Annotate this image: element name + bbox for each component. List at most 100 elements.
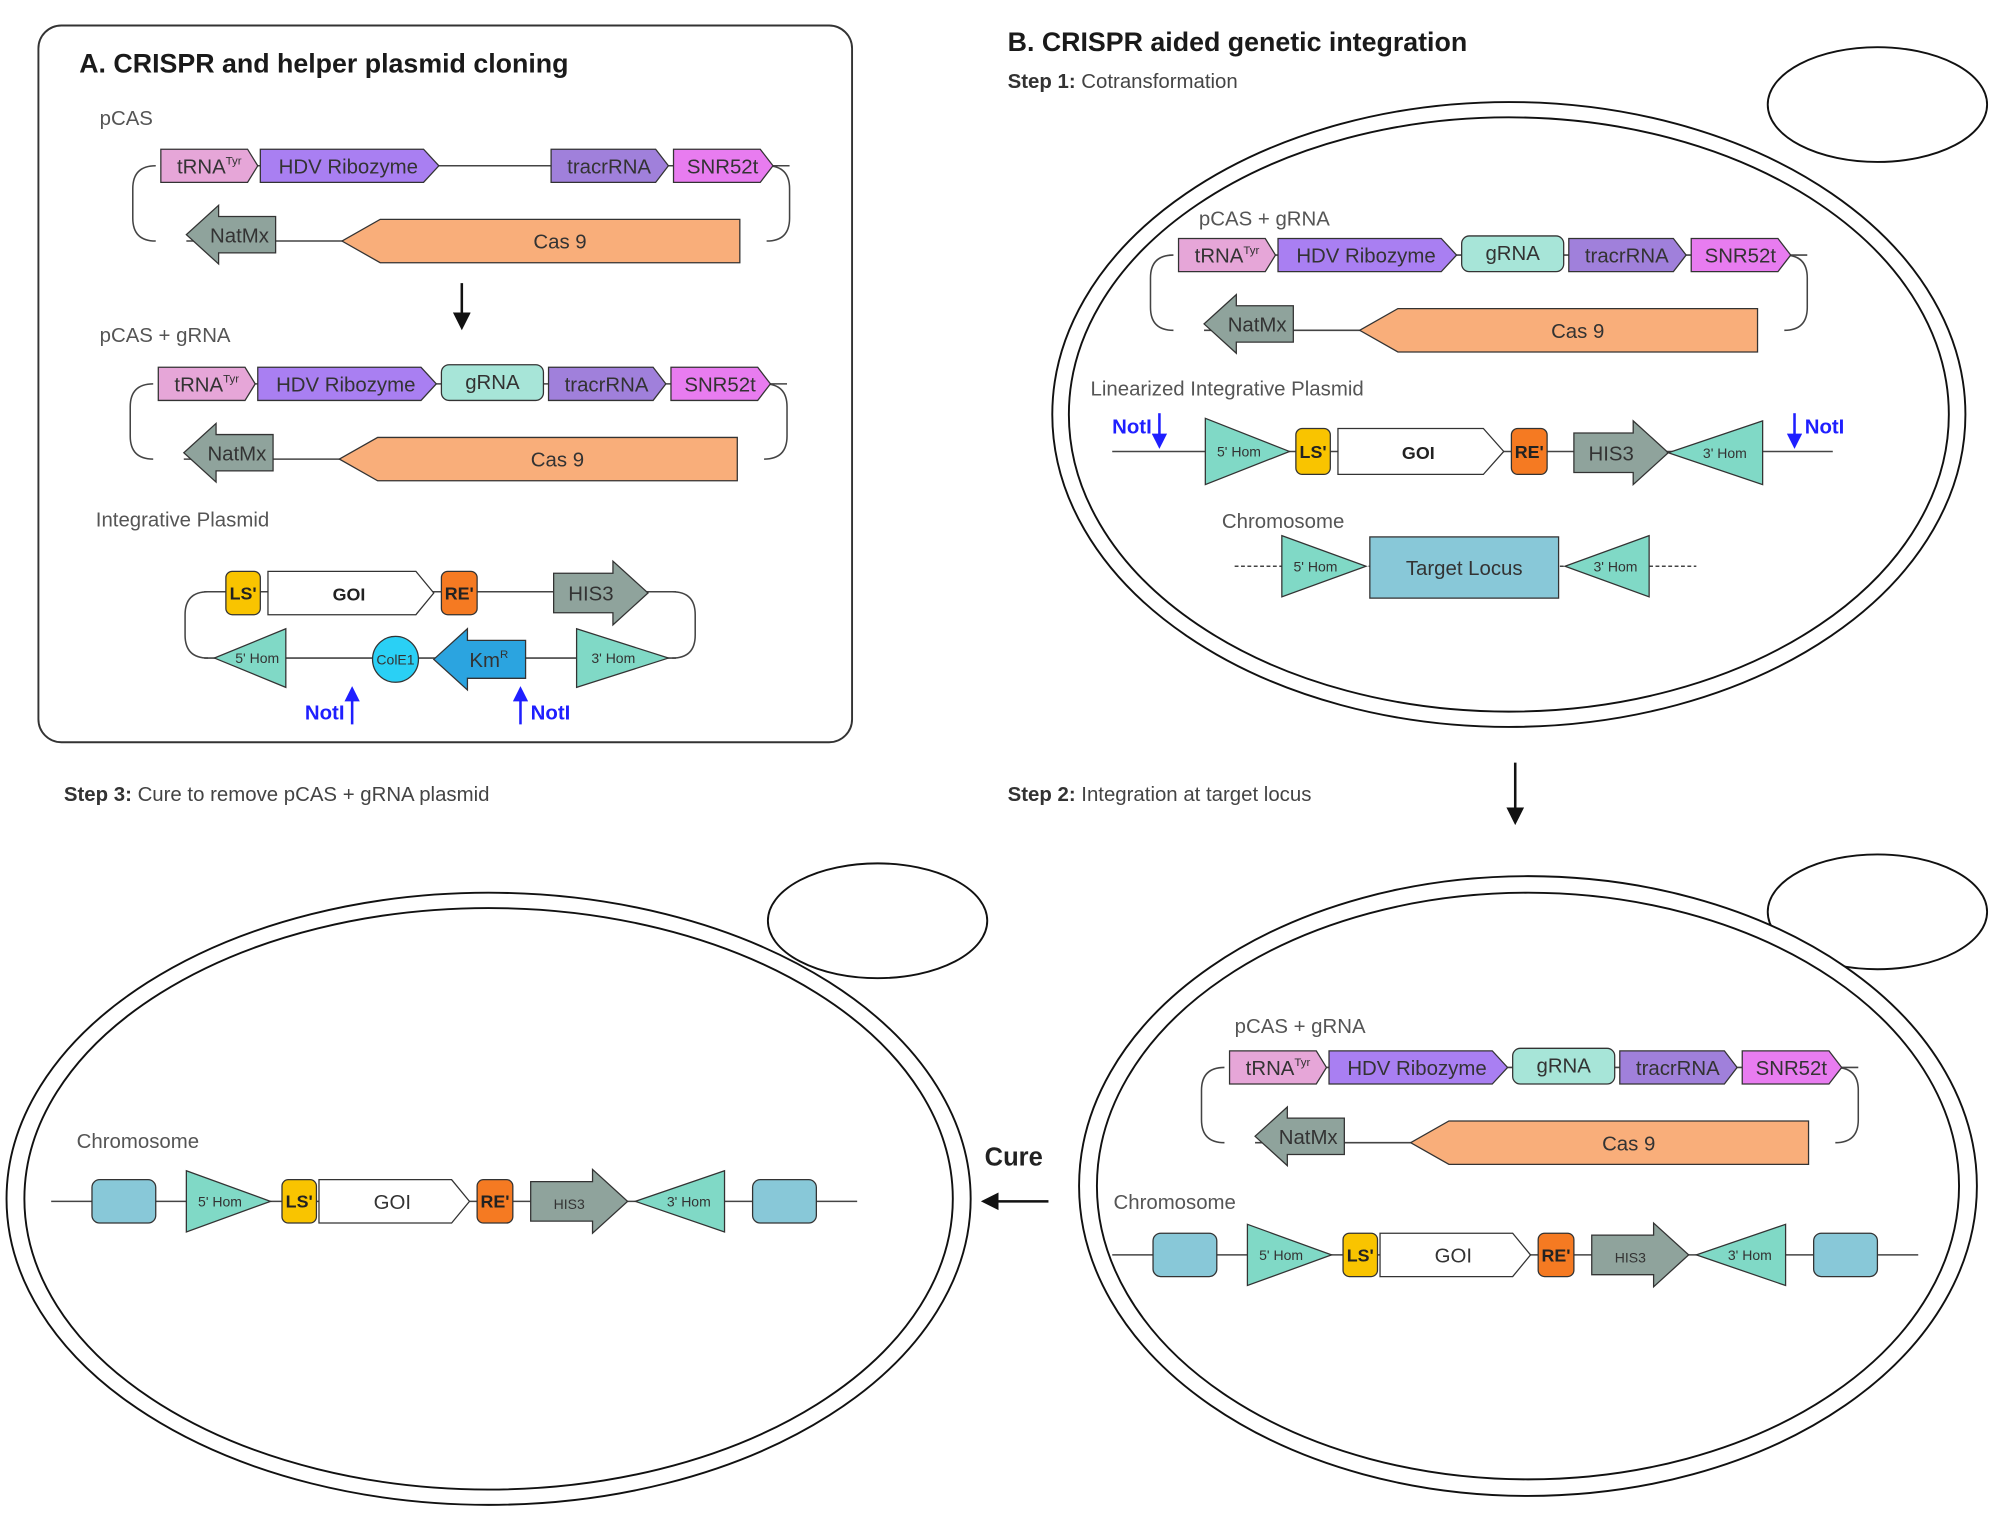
cas9-part — [1409, 1120, 1810, 1165]
re-part-label: RE' — [1542, 1245, 1571, 1265]
ls-part — [1295, 427, 1331, 476]
plasmid-left-loop — [129, 383, 154, 460]
hdv-ribozyme-part-label: HDV Ribozyme — [1347, 1058, 1486, 1080]
snr52t-part — [670, 366, 772, 402]
hom5-part — [212, 627, 287, 689]
tracrrna-part-label: tracrRNA — [567, 156, 651, 178]
locus-right-flank — [1813, 1232, 1879, 1278]
step3-label: Step 3: Cure to remove pCAS + gRNA plasm… — [64, 784, 490, 806]
ls-part-label: LS' — [230, 583, 257, 603]
hdv-ribozyme-part — [1328, 1050, 1509, 1085]
pcas-label: pCAS — [100, 108, 153, 130]
locus-left-flank — [1152, 1232, 1218, 1278]
natmx-part — [185, 203, 277, 266]
tracrrna-part-label: tracrRNA — [1636, 1058, 1720, 1080]
his3-part — [1591, 1221, 1690, 1289]
trna-tyr-part — [1177, 237, 1277, 273]
his3-part — [553, 559, 649, 627]
notl-left-label: NotI — [1112, 417, 1152, 439]
cell3-inner-membrane — [23, 907, 954, 1491]
ls-part-label: LS' — [1347, 1245, 1374, 1265]
goi-part-label: GOI — [1435, 1246, 1472, 1268]
tracrrna-part — [1568, 237, 1687, 273]
cas9-part — [338, 436, 738, 482]
re-part-label: RE' — [445, 583, 474, 603]
cell3-bud — [766, 862, 989, 980]
hom3-part — [575, 627, 671, 689]
grna-part — [1512, 1047, 1616, 1085]
integrative-plasmid-label: Integrative Plasmid — [96, 510, 269, 532]
notl-right-label: NotI — [1805, 417, 1845, 439]
hdv-ribozyme-part-label: HDV Ribozyme — [1296, 246, 1435, 268]
snr52t-part-label: SNR52t — [1705, 246, 1777, 268]
hom5-part — [1204, 417, 1292, 486]
natmx-part-label: NatMx — [210, 225, 269, 247]
tracrrna-part — [550, 148, 670, 184]
snr52t-part-label: SNR52t — [687, 156, 759, 178]
cell1-bud — [1766, 46, 1989, 163]
s1-pcas-grna-label: pCAS + gRNA — [1199, 209, 1330, 231]
hdv-ribozyme-part — [257, 366, 438, 402]
hom3-part — [633, 1169, 726, 1233]
s2-chromosome: 5' Hom LS' GOI RE' HIS3 3' Hom — [1112, 1221, 1919, 1289]
cure-label: Cure — [985, 1144, 1043, 1172]
ls-part-label: LS' — [1300, 442, 1327, 462]
cell1-outer-wall — [1051, 101, 1967, 728]
s1-linear-label: Linearized Integrative Plasmid — [1091, 378, 1364, 400]
plasmid-left-loop — [132, 165, 156, 242]
his3-part — [530, 1168, 629, 1235]
goi-part-label: GOI — [333, 585, 366, 605]
s1-chromosome-label: Chromosome — [1222, 511, 1344, 533]
hom5-part — [1246, 1223, 1334, 1287]
hom3-part-label: 3' Hom — [591, 650, 635, 666]
trna-tyr-part-label: tRNATyr — [174, 374, 239, 397]
hom5-part-label: 5' Hom — [235, 650, 279, 666]
hom3-part-label: 3' Hom — [1728, 1247, 1772, 1263]
cell2-outer-wall — [1078, 875, 1978, 1497]
cas9-part-label: Cas 9 — [531, 450, 584, 472]
natmx-part — [1254, 1105, 1345, 1168]
target-locus-label: Target Locus — [1406, 558, 1523, 580]
tracrrna-part — [547, 366, 667, 402]
tracrrna-part-label: tracrRNA — [565, 375, 649, 397]
cell2-bud — [1766, 853, 1989, 971]
grna-part-label: gRNA — [465, 372, 520, 394]
hom5-part-label: 5' Hom — [198, 1193, 242, 1209]
natmx-part — [182, 421, 274, 484]
hom5-part-label: 5' Hom — [1259, 1247, 1303, 1263]
panel-a-frame — [37, 24, 854, 744]
notl-right-label: NotI — [531, 702, 571, 724]
s2-pcas-grna-label: pCAS + gRNA — [1235, 1016, 1366, 1038]
plasmid-left-loop — [1149, 254, 1174, 332]
cas9-part-label: Cas 9 — [1551, 321, 1604, 343]
hom5-part-label: 5' Hom — [1217, 444, 1261, 460]
cole1-part — [371, 635, 420, 683]
panel-a-title: A. CRISPR and helper plasmid cloning — [79, 49, 568, 79]
hom3-part-label: 3' Hom — [667, 1193, 711, 1209]
panel-b-title: B. CRISPR aided genetic integration — [1008, 27, 1468, 57]
his3-part-label: HIS3 — [1615, 1250, 1646, 1266]
plasmid-left-loop — [1200, 1066, 1225, 1144]
cell1-inner-membrane — [1067, 116, 1950, 713]
snr52t-part — [1690, 237, 1792, 273]
goi-part-label: GOI — [374, 1192, 411, 1214]
step1-label: Step 1: Cotransformation — [1008, 71, 1238, 93]
trna-tyr-part-label: tRNATyr — [1246, 1057, 1311, 1080]
hdv-ribozyme-part — [1277, 237, 1458, 273]
trna-tyr-part-label: tRNATyr — [177, 156, 242, 179]
ls-part — [225, 570, 261, 616]
re-part — [440, 570, 478, 616]
trna-tyr-part-label: tRNATyr — [1195, 245, 1260, 268]
snr52t-part-label: SNR52t — [1756, 1058, 1828, 1080]
re-part — [476, 1179, 514, 1224]
hom5-part — [1281, 534, 1368, 598]
cas9-part-label: Cas 9 — [533, 232, 586, 254]
hom3-part-label: 3' Hom — [1703, 445, 1747, 461]
goi-part — [267, 570, 435, 616]
hom3-part — [1563, 534, 1650, 598]
